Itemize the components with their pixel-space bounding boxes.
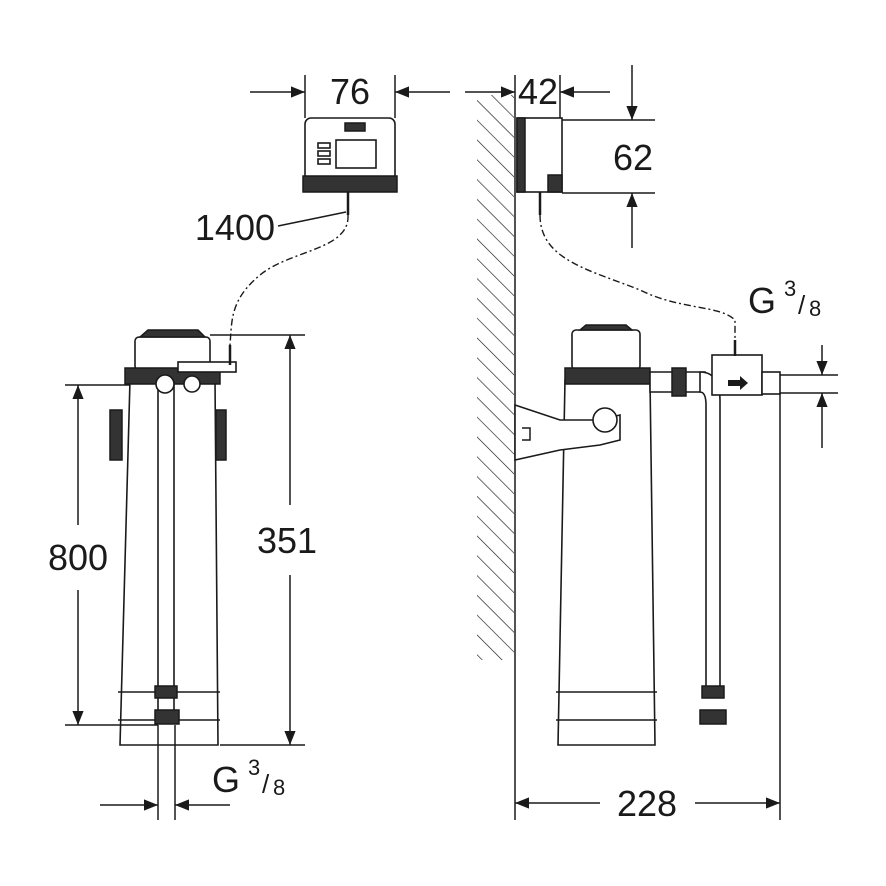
right-filter <box>514 324 781 746</box>
thread-right-g: G <box>748 280 776 321</box>
flow-arrow-icon <box>728 376 748 390</box>
thread-left-g: G <box>212 759 240 800</box>
dim-62: 62 <box>562 65 655 248</box>
dim-228: 228 <box>515 393 781 824</box>
dim-1400-label: 1400 <box>195 207 275 248</box>
left-cable <box>229 214 349 346</box>
right-control-unit <box>516 117 563 215</box>
right-cable <box>539 214 736 340</box>
thread-left-den: 8 <box>273 775 285 800</box>
dim-228-label: 228 <box>617 783 677 824</box>
dim-800-label: 800 <box>48 537 108 578</box>
dim-42: 42 <box>465 71 610 118</box>
thread-right-den: 8 <box>809 296 821 321</box>
dim-76-label: 76 <box>330 71 370 112</box>
thread-right: G 3 / 8 <box>748 276 838 448</box>
thread-left-num: 3 <box>248 755 260 780</box>
left-filter <box>109 329 237 746</box>
dim-351: 351 <box>210 334 317 746</box>
thread-right-slash: / <box>798 290 806 320</box>
dim-42-label: 42 <box>518 71 558 112</box>
thread-left-slash: / <box>262 769 270 799</box>
dim-62-label: 62 <box>613 137 653 178</box>
thread-left: G 3 / 8 <box>100 725 285 820</box>
dim-76: 76 <box>250 71 450 118</box>
dim-1400: 1400 <box>195 207 347 248</box>
left-control-unit <box>302 117 398 215</box>
dim-351-label: 351 <box>257 520 317 561</box>
dim-800: 800 <box>48 384 158 726</box>
wall <box>477 95 516 820</box>
thread-right-num: 3 <box>784 276 796 301</box>
